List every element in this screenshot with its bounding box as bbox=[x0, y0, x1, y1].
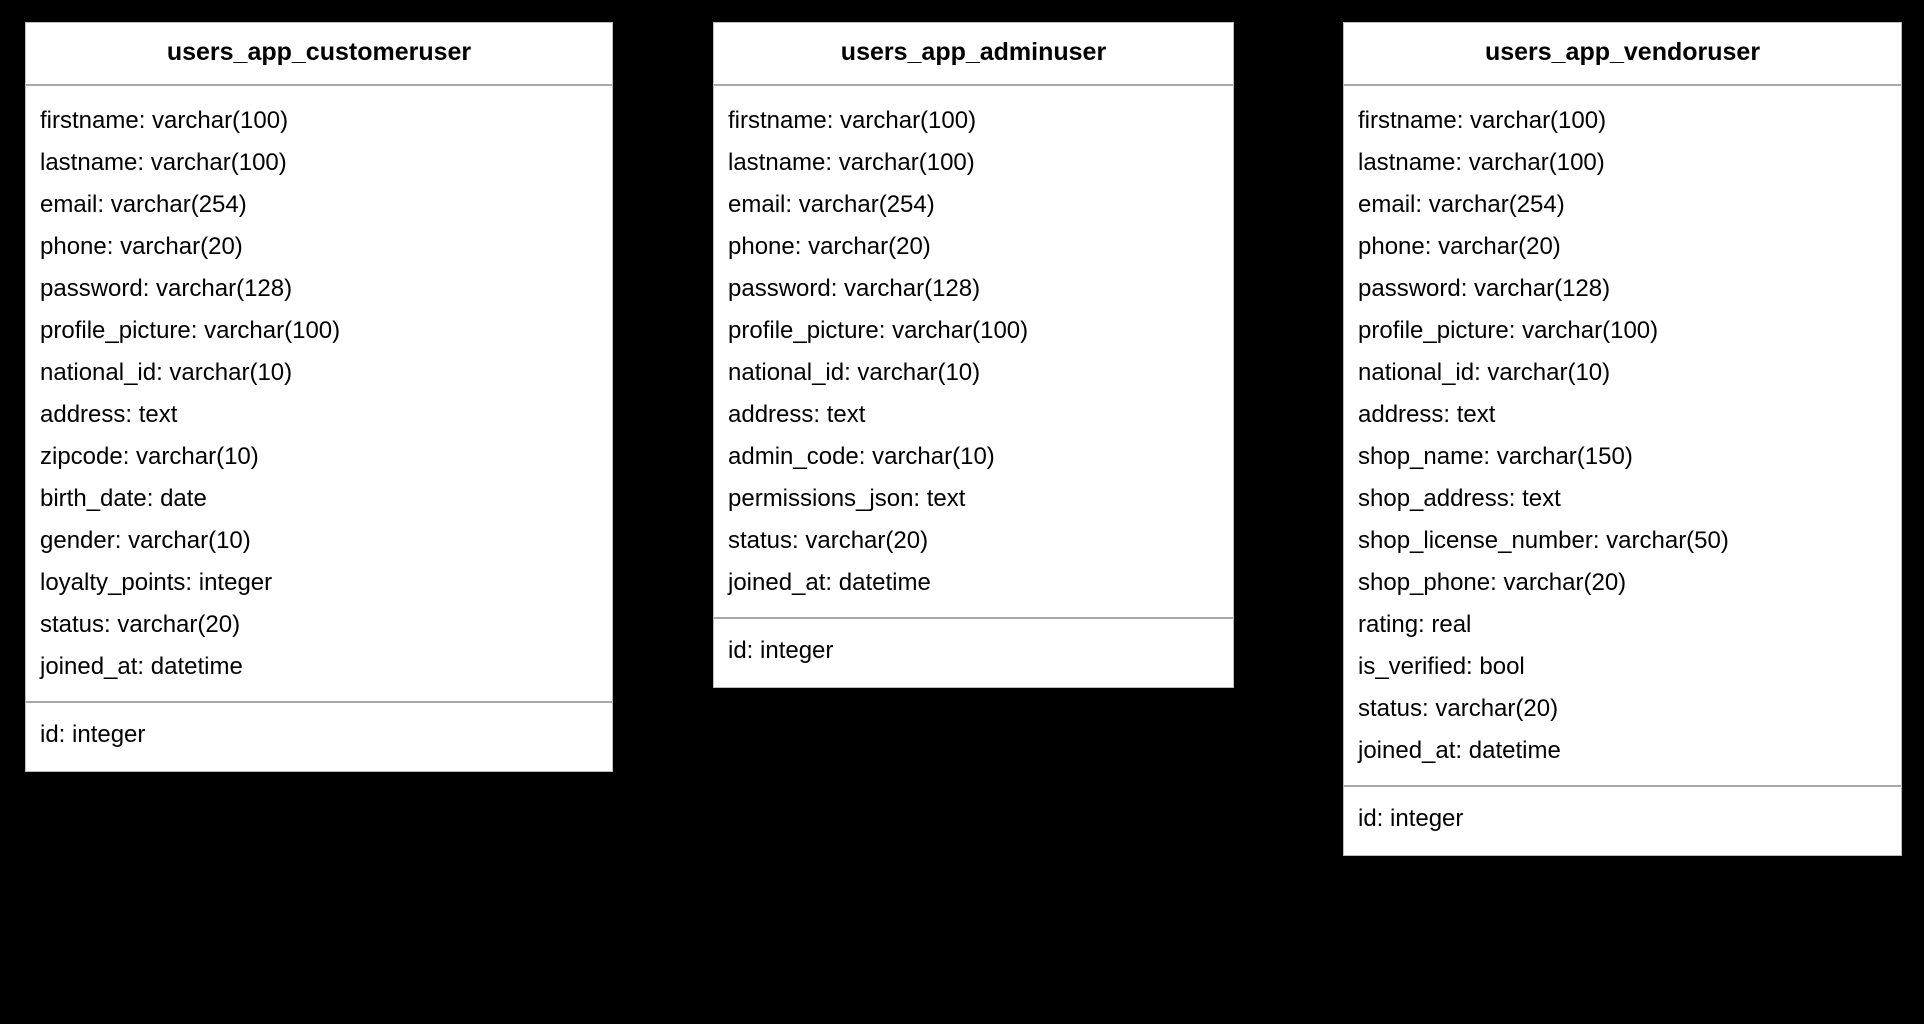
entity-key-list: id: integer bbox=[714, 619, 1233, 687]
entity-field: address: text bbox=[728, 400, 866, 428]
entity-field: address: text bbox=[1358, 400, 1496, 428]
entity-field: national_id: varchar(10) bbox=[40, 358, 293, 386]
entity-field-list: firstname: varchar(100) lastname: varcha… bbox=[714, 86, 1233, 617]
entity-field: firstname: varchar(100) bbox=[728, 106, 977, 134]
entity-field: password: varchar(128) bbox=[40, 274, 293, 302]
entity-table-users-app-vendoruser[interactable]: users_app_vendoruser firstname: varchar(… bbox=[1343, 22, 1902, 856]
entity-title: users_app_adminuser bbox=[840, 38, 1107, 66]
entity-field: status: varchar(20) bbox=[1358, 694, 1559, 722]
entity-field: profile_picture: varchar(100) bbox=[40, 316, 341, 344]
entity-field: profile_picture: varchar(100) bbox=[728, 316, 1029, 344]
entity-title: users_app_customeruser bbox=[166, 38, 472, 66]
entity-field: status: varchar(20) bbox=[728, 526, 929, 554]
entity-field: phone: varchar(20) bbox=[728, 232, 931, 260]
entity-field: password: varchar(128) bbox=[1358, 274, 1611, 302]
entity-field: phone: varchar(20) bbox=[1358, 232, 1561, 260]
entity-field: shop_license_number: varchar(50) bbox=[1358, 526, 1729, 554]
title-divider bbox=[26, 83, 612, 86]
entity-field: phone: varchar(20) bbox=[40, 232, 243, 260]
entity-field: national_id: varchar(10) bbox=[1358, 358, 1611, 386]
entity-field: firstname: varchar(100) bbox=[1358, 106, 1607, 134]
entity-field: lastname: varchar(100) bbox=[40, 148, 287, 176]
entity-field-list: firstname: varchar(100) lastname: varcha… bbox=[1344, 86, 1901, 785]
entity-field: joined_at: datetime bbox=[40, 652, 243, 680]
entity-field: lastname: varchar(100) bbox=[728, 148, 975, 176]
keys-divider bbox=[1344, 784, 1901, 787]
entity-field: status: varchar(20) bbox=[40, 610, 241, 638]
entity-field: loyalty_points: integer bbox=[40, 568, 273, 596]
keys-divider bbox=[26, 700, 612, 703]
entity-field: profile_picture: varchar(100) bbox=[1358, 316, 1659, 344]
entity-field: zipcode: varchar(10) bbox=[40, 442, 259, 470]
entity-field: permissions_json: text bbox=[728, 484, 966, 512]
entity-title: users_app_vendoruser bbox=[1484, 38, 1761, 66]
title-divider bbox=[714, 83, 1233, 86]
entity-field: joined_at: datetime bbox=[1358, 736, 1561, 764]
entity-field: is_verified: bool bbox=[1358, 652, 1525, 680]
entity-primary-key: id: integer bbox=[728, 636, 834, 664]
entity-field: shop_address: text bbox=[1358, 484, 1561, 512]
entity-field: gender: varchar(10) bbox=[40, 526, 251, 554]
entity-field: email: varchar(254) bbox=[1358, 190, 1565, 218]
keys-divider bbox=[714, 616, 1233, 619]
entity-field: national_id: varchar(10) bbox=[728, 358, 981, 386]
entity-table-users-app-customeruser[interactable]: users_app_customeruser firstname: varcha… bbox=[25, 22, 613, 772]
entity-field: admin_code: varchar(10) bbox=[728, 442, 995, 470]
entity-primary-key: id: integer bbox=[40, 720, 146, 748]
entity-field-list: firstname: varchar(100) lastname: varcha… bbox=[26, 86, 612, 701]
entity-primary-key: id: integer bbox=[1358, 804, 1464, 832]
entity-field: shop_name: varchar(150) bbox=[1358, 442, 1633, 470]
entity-field: lastname: varchar(100) bbox=[1358, 148, 1605, 176]
entity-field: email: varchar(254) bbox=[40, 190, 247, 218]
entity-table-users-app-adminuser[interactable]: users_app_adminuser firstname: varchar(1… bbox=[713, 22, 1234, 688]
entity-field: password: varchar(128) bbox=[728, 274, 981, 302]
title-divider bbox=[1344, 83, 1901, 86]
entity-field: joined_at: datetime bbox=[728, 568, 931, 596]
entity-field: shop_phone: varchar(20) bbox=[1358, 568, 1627, 596]
entity-key-list: id: integer bbox=[26, 703, 612, 771]
entity-field: birth_date: date bbox=[40, 484, 207, 512]
entity-field: address: text bbox=[40, 400, 178, 428]
entity-field: firstname: varchar(100) bbox=[40, 106, 289, 134]
entity-field: email: varchar(254) bbox=[728, 190, 935, 218]
entity-field: rating: real bbox=[1358, 610, 1472, 638]
entity-key-list: id: integer bbox=[1344, 787, 1901, 855]
